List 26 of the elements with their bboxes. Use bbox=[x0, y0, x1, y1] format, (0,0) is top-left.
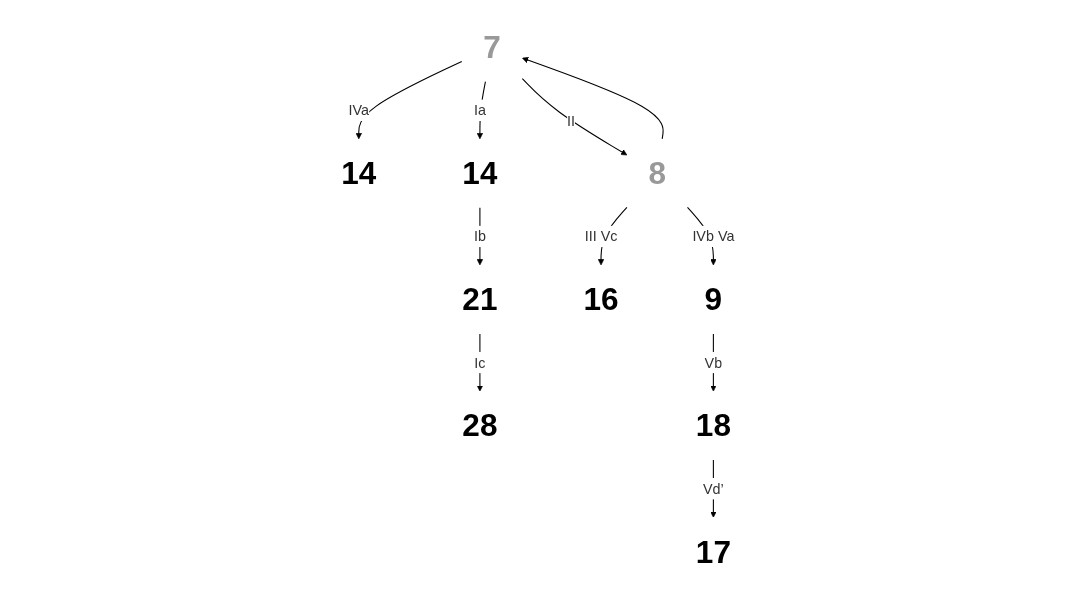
edge-label: II bbox=[567, 113, 576, 130]
node-text: 18 bbox=[696, 407, 732, 443]
edge-label: Ic bbox=[474, 354, 486, 371]
edge-label: IVb Va bbox=[692, 228, 735, 245]
arrow bbox=[477, 333, 484, 392]
node-text: 8 bbox=[648, 155, 667, 191]
node-text: 21 bbox=[462, 281, 498, 317]
node-text: 9 bbox=[705, 281, 723, 317]
node-text: 14 bbox=[462, 155, 498, 191]
edge-label: Ib bbox=[474, 228, 487, 245]
edge-label: Vd’ bbox=[703, 480, 725, 497]
arrow bbox=[522, 78, 628, 156]
arrow bbox=[710, 459, 717, 518]
arrow bbox=[522, 57, 665, 140]
edge-label: IVa bbox=[348, 102, 370, 119]
edge-label: Vb bbox=[705, 354, 723, 371]
node-text: 28 bbox=[462, 407, 498, 443]
arrow bbox=[356, 60, 463, 140]
node-text: 16 bbox=[583, 281, 619, 317]
edge-label: III Vc bbox=[585, 228, 618, 245]
arrow bbox=[710, 333, 717, 392]
edge-label: Ia bbox=[474, 102, 487, 119]
node-text: 14 bbox=[341, 155, 377, 191]
arrow bbox=[477, 81, 487, 140]
node-text: 17 bbox=[696, 533, 732, 570]
node-text: 7 bbox=[483, 29, 502, 65]
